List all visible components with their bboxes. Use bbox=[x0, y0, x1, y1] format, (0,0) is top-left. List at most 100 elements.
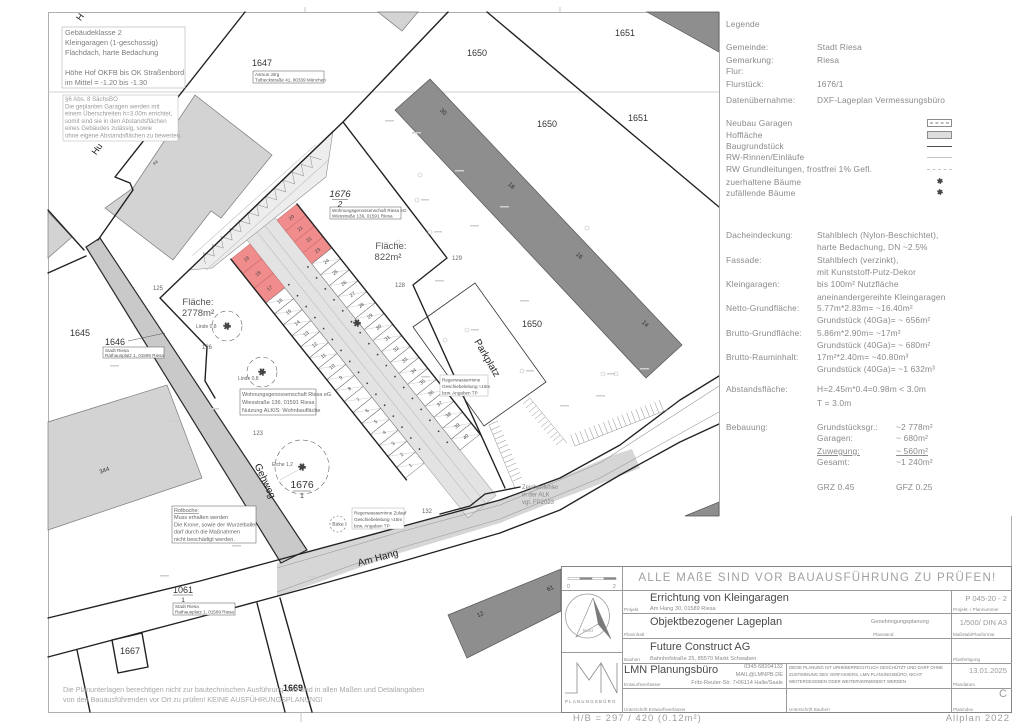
parcel-subnumber: 1 bbox=[181, 597, 185, 604]
legend-title: Legende bbox=[726, 19, 760, 29]
divider bbox=[623, 613, 1012, 614]
tree-icon bbox=[353, 319, 361, 327]
info-label: Flurstück: bbox=[726, 79, 764, 89]
marker-dot bbox=[348, 360, 351, 363]
building-number: 18 bbox=[506, 182, 515, 191]
parcel-subnumber: 1 bbox=[300, 493, 304, 500]
tree-label: Linde 0,8 bbox=[196, 324, 217, 330]
garage-hatch bbox=[300, 342, 329, 348]
sheet-size: H/B = 297 / 420 (0.12m²) bbox=[573, 713, 702, 724]
legend-spec-row: Grundstück (40Ga)= ~ 680m² bbox=[720, 340, 1012, 351]
signature-designer-label: Unterschrift Entwurfsverfasser bbox=[624, 707, 686, 712]
garage-hatch bbox=[320, 269, 350, 276]
svg-text:bzw. Angaben TP: bzw. Angaben TP bbox=[442, 391, 478, 396]
garage-number: 13 bbox=[302, 330, 310, 338]
spot-height: 129 bbox=[452, 256, 463, 262]
building-dark-long bbox=[394, 78, 683, 379]
svg-text:Höhe Hof OKFB bis OK Straßenbo: Höhe Hof OKFB bis OK Straßenbord bbox=[65, 68, 184, 77]
garage-hatch bbox=[361, 419, 390, 424]
garage-complex: 1918171615141312111098765432120212223242… bbox=[230, 203, 497, 519]
svg-text:Wohnungsgenossenschaft Riesa e: Wohnungsgenossenschaft Riesa eG bbox=[242, 392, 331, 398]
plan-index: C bbox=[999, 688, 1007, 700]
legend-info-row: Flurstück: 1676/1 bbox=[720, 79, 1012, 90]
copyright-line: ZUSTIMMUNG DES VERFASSERS, LMN PLANUNGSB… bbox=[789, 672, 923, 677]
north-label: Nord bbox=[583, 628, 593, 633]
parcel-boundary bbox=[47, 209, 85, 251]
svg-text:Muss erhalten werden: Muss erhalten werden bbox=[174, 515, 228, 521]
copyright-line: DIESE PLANUNG IST URHEBERRECHTLICH GESCH… bbox=[789, 665, 943, 670]
garage-number: 16 bbox=[276, 297, 284, 305]
spec-label: Brutto-Rauminhalt: bbox=[726, 352, 799, 362]
garage-number: 34 bbox=[410, 367, 418, 375]
marker-dot bbox=[428, 419, 431, 422]
driveway-line bbox=[256, 231, 479, 510]
parcel-boundary bbox=[486, 11, 720, 208]
legend-info-row: Datenübernahme:DXF-Lageplan Vermessungsb… bbox=[720, 95, 1012, 106]
garage-number: 17 bbox=[266, 285, 274, 293]
parcel-boundary bbox=[279, 597, 313, 713]
svg-text:eines Gebäudes zulässig, sowie: eines Gebäudes zulässig, sowie bbox=[65, 125, 153, 132]
spot-height: 126 bbox=[202, 345, 213, 351]
title-block: 0 2 Nord PLANUNGSBÜRO ALLE MAßE SIND VOR… bbox=[561, 566, 1012, 713]
divider bbox=[951, 591, 952, 713]
bebauung-value: ~1 240m² bbox=[896, 457, 933, 467]
scale-end: 2 bbox=[613, 584, 616, 590]
designer-phone: 0345 68204132 bbox=[744, 664, 783, 670]
garage-hatch bbox=[364, 324, 393, 330]
spec-value: 5.77m*2.83m= ~16.40m² bbox=[817, 303, 913, 313]
info-value: 1676/1 bbox=[817, 79, 844, 89]
signature-client-label: Unterschrift Bauherr bbox=[789, 707, 831, 712]
garage-hatch bbox=[291, 331, 320, 337]
garage-number: 5 bbox=[373, 419, 379, 426]
tree-label: Eiche 1,2 bbox=[272, 462, 293, 468]
project-address: Am Hang 30, 01589 Riesa bbox=[650, 606, 716, 612]
divider bbox=[562, 590, 1012, 591]
bebauung-label: Bebauung: bbox=[726, 422, 768, 432]
parking-label: Parkplatz bbox=[471, 337, 501, 379]
designer-label: Entwurfsverfasser bbox=[624, 682, 661, 687]
spot-height: 128 bbox=[395, 283, 406, 289]
parcel-boundary bbox=[256, 602, 286, 713]
parcel-1667-outline bbox=[111, 632, 149, 674]
annotation-drawing-error: Zeichenfehler in der ALK vgl. FP2023 bbox=[522, 485, 558, 506]
building-number: 16 bbox=[574, 252, 583, 261]
svg-text:Geschiebeleitung ≈15m: Geschiebeleitung ≈15m bbox=[442, 384, 490, 389]
plan-content-label: Planinhalt bbox=[624, 632, 645, 637]
spec-label: Kleingaragen: bbox=[726, 279, 780, 289]
svg-text:darf durch die Maßnahmen: darf durch die Maßnahmen bbox=[174, 530, 240, 536]
svg-text:Rotbuche:: Rotbuche: bbox=[174, 508, 200, 514]
svg-text:Wiesstraße 136, 01591 Riesa: Wiesstraße 136, 01591 Riesa bbox=[332, 214, 393, 219]
divider bbox=[786, 664, 787, 713]
spec-value: Stahlblech (Nylon-Beschichtet), bbox=[817, 230, 939, 240]
garage-hatch bbox=[311, 258, 341, 265]
info-label: Datenübernahme: bbox=[726, 95, 796, 105]
bebauung-key: Garagen: bbox=[817, 433, 854, 443]
info-value: Riesa bbox=[817, 54, 840, 65]
garage-number: 19 bbox=[243, 255, 251, 263]
parcel-number: 1676 bbox=[290, 479, 314, 491]
garage-number: 26 bbox=[340, 280, 348, 288]
fold-marks bbox=[300, 7, 561, 722]
legend-spec-row: Abstandsfläche:H=2.45m*0.4=0.98m < 3.0m bbox=[720, 384, 1012, 395]
info-label: Flur: bbox=[726, 66, 744, 76]
svg-text:Die geplanten Garagen werden m: Die geplanten Garagen werden mit bbox=[65, 103, 160, 110]
spec-value: aneinandergereihte Kleingaragen bbox=[817, 292, 946, 302]
symbol-label: Neubau Garagen bbox=[726, 118, 793, 128]
garage-number: 27 bbox=[349, 291, 357, 299]
svg-text:Die Krone, sowie der Wurzelbal: Die Krone, sowie der Wurzelballen bbox=[174, 522, 258, 528]
garage-number: 12 bbox=[311, 341, 319, 349]
legend-info-row: Gemeinde:Stadt Riesa bbox=[720, 42, 1012, 53]
legend-spec-row: harte Bedachung, DN ~2.5% bbox=[720, 242, 1012, 253]
tree-linde-2: Linde 0,8 bbox=[238, 356, 278, 388]
bebauung-row: Bebauung:Grundstücksgr.:~2 778m² bbox=[720, 422, 1012, 433]
garage-number: 20 bbox=[288, 214, 296, 222]
marker-dot bbox=[420, 408, 423, 411]
marker-dot bbox=[305, 305, 308, 308]
marker-dot bbox=[437, 430, 440, 433]
legend-spec-row: mit Kunststoff-Putz-Dekor bbox=[720, 267, 1012, 278]
marker-dot bbox=[394, 375, 396, 378]
tree-label: Birke bbox=[332, 522, 344, 528]
building-number: 61 bbox=[546, 585, 555, 594]
garage-hatch bbox=[398, 368, 428, 374]
garage-number: 9 bbox=[338, 375, 344, 382]
